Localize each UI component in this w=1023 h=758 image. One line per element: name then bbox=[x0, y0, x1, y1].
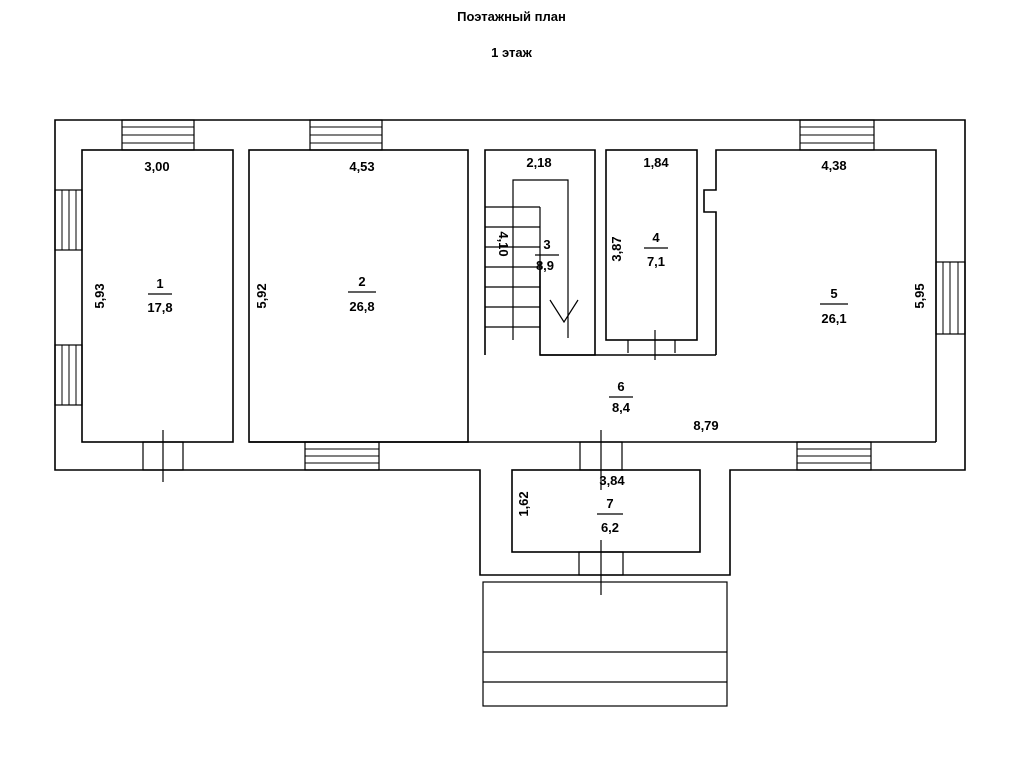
room-6-hall bbox=[249, 354, 936, 443]
room-2-number: 2 bbox=[358, 274, 365, 289]
room-2-width: 4,53 bbox=[349, 159, 374, 174]
outer-walls bbox=[54, 119, 966, 576]
doors bbox=[142, 430, 624, 595]
door bbox=[579, 430, 623, 490]
window bbox=[799, 119, 875, 151]
room-4-area: 7,1 bbox=[647, 254, 665, 269]
room-2-area: 26,8 bbox=[349, 299, 374, 314]
room-3-width: 2,18 bbox=[526, 155, 551, 170]
room-5-length: 5,95 bbox=[912, 283, 927, 308]
room-1-width: 3,00 bbox=[144, 159, 169, 174]
room-7-area: 6,2 bbox=[601, 520, 619, 535]
floor-label: 1 этаж bbox=[491, 45, 532, 60]
room-3-number: 3 bbox=[543, 237, 550, 252]
room-6-area: 8,4 bbox=[612, 400, 631, 415]
room-1-area: 17,8 bbox=[147, 300, 172, 315]
room-7-width: 3,84 bbox=[599, 473, 625, 488]
room-3-length: 4,10 bbox=[496, 231, 511, 256]
room-2 bbox=[248, 149, 469, 443]
room-1-length: 5,93 bbox=[92, 283, 107, 308]
room-3-area: 8,9 bbox=[536, 258, 554, 273]
room-6-width: 8,79 bbox=[693, 418, 718, 433]
room-4-number: 4 bbox=[652, 230, 660, 245]
room-7-length: 1,62 bbox=[516, 491, 531, 516]
room-3-stair bbox=[484, 149, 596, 356]
door bbox=[142, 430, 184, 482]
window bbox=[935, 261, 966, 335]
room-4-width: 1,84 bbox=[643, 155, 669, 170]
room-5-number: 5 bbox=[830, 286, 837, 301]
room-5-area: 26,1 bbox=[821, 311, 846, 326]
door bbox=[578, 540, 624, 595]
room-1-number: 1 bbox=[156, 276, 163, 291]
room-4-length: 3,87 bbox=[609, 236, 624, 261]
window bbox=[304, 441, 380, 471]
window bbox=[796, 441, 872, 471]
room-2-length: 5,92 bbox=[254, 283, 269, 308]
window bbox=[54, 344, 83, 406]
room-5-width: 4,38 bbox=[821, 158, 846, 173]
windows bbox=[54, 119, 966, 471]
window bbox=[121, 119, 195, 151]
plan-title: Поэтажный план bbox=[457, 9, 566, 24]
room-6-number: 6 bbox=[617, 379, 624, 394]
room-7-number: 7 bbox=[606, 496, 613, 511]
room-labels: 3,00 5,93 1 17,8 4,53 5,92 2 26,8 2,18 4… bbox=[92, 155, 927, 535]
porch-steps bbox=[482, 581, 728, 707]
window bbox=[54, 189, 83, 251]
window bbox=[309, 119, 383, 151]
room-5 bbox=[703, 149, 937, 442]
